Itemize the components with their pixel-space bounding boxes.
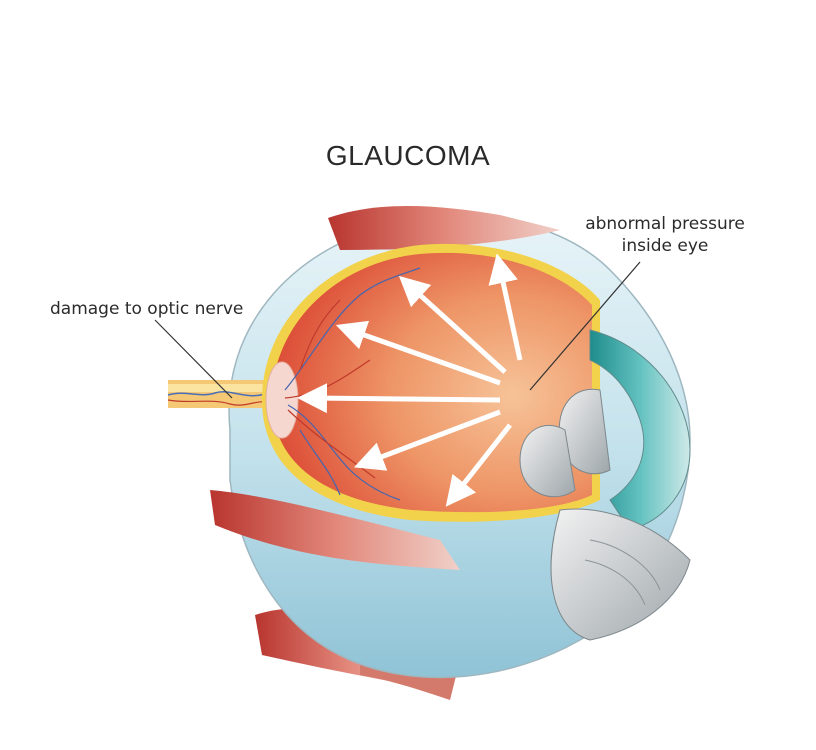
lens bbox=[519, 425, 576, 498]
side-muscle bbox=[210, 490, 460, 570]
optic-nerve-label: damage to optic nerve bbox=[50, 299, 244, 319]
blood-vessels bbox=[284, 267, 421, 501]
pressure-leader bbox=[529, 261, 641, 391]
pressure-label-line2: inside eye bbox=[621, 236, 709, 256]
optic-disc bbox=[265, 361, 299, 439]
pressure-label: abnormal pressure inside eye bbox=[570, 213, 760, 257]
pressure-arrows bbox=[297, 253, 523, 507]
cutaway-ridge bbox=[584, 559, 646, 606]
pressure-label-line1: abnormal pressure bbox=[585, 214, 745, 234]
top-muscle bbox=[328, 205, 560, 250]
optic-nerve-leader bbox=[154, 319, 233, 399]
diagram-title: GLAUCOMA bbox=[325, 140, 491, 171]
cutaway-ridge bbox=[589, 539, 661, 591]
